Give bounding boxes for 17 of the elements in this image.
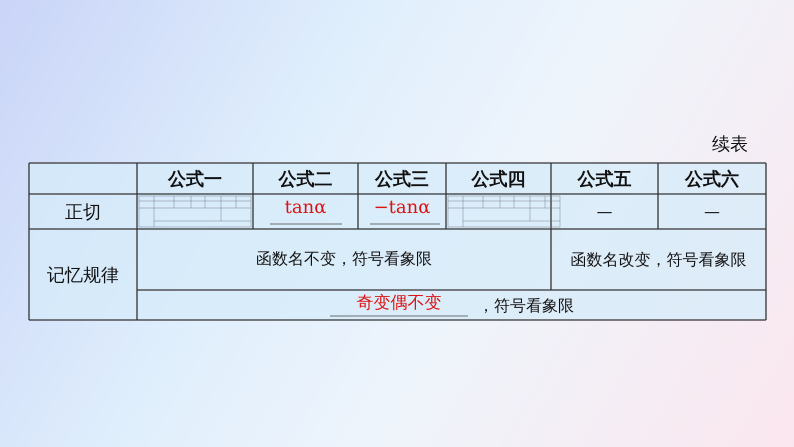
column-header: 公式六 [685,168,739,190]
column-header: 公式四 [472,168,526,190]
column-header: 公式三 [375,168,429,190]
cell-text: — [704,202,720,221]
column-header: 公式二 [278,168,332,190]
row-header: 记忆规律 [47,264,119,286]
cell-text: 函数名改变，符号看象限 [570,248,746,270]
cell-text: 函数名不变，符号看象限 [256,249,432,270]
column-header: 公式五 [578,168,632,190]
table-note: 续表 [712,133,748,156]
cell-text: — [596,202,612,221]
cell-text: ，符号看象限 [478,296,574,316]
row-header: 正切 [65,200,101,224]
formula-answer: tanα [284,197,326,218]
column-header: 公式一 [168,168,222,190]
answer-text: 奇变偶不变 [356,292,442,314]
formula-answer: −tanα [374,197,430,218]
